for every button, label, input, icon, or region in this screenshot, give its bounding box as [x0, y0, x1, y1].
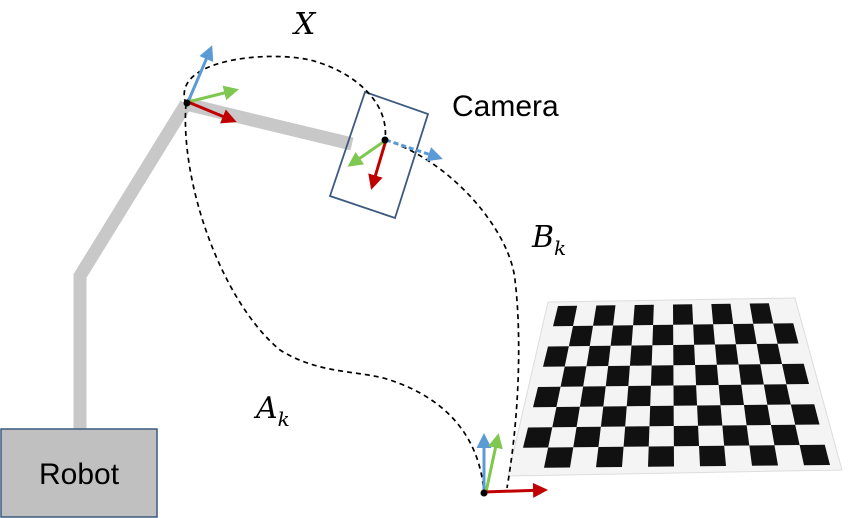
checker-square — [733, 323, 757, 345]
checker-square — [593, 305, 616, 326]
robot-arm — [73, 97, 354, 430]
axis-y — [347, 138, 387, 167]
checker-square — [633, 304, 654, 326]
checker-square — [543, 346, 569, 367]
robot-base — [0, 428, 158, 518]
checker-square — [553, 305, 578, 327]
checker-square — [673, 425, 700, 447]
path-ak — [184, 103, 485, 494]
checker-square — [749, 303, 774, 324]
checker-square — [718, 384, 744, 406]
camera-frame — [328, 90, 430, 220]
checker-square — [782, 363, 809, 385]
robot-label: Robot — [39, 458, 120, 491]
checker-square — [600, 406, 627, 427]
axis-z — [186, 45, 214, 103]
checkerboard — [507, 297, 843, 477]
checker-square — [586, 345, 611, 367]
label-bk: Bk — [531, 220, 566, 260]
checker-square — [790, 404, 820, 425]
checker-square — [650, 365, 674, 386]
checker-square — [711, 303, 734, 325]
label-camera: Camera — [452, 90, 559, 123]
checker-square — [573, 426, 601, 448]
checker-square — [715, 344, 739, 365]
label-bk-sub: k — [554, 236, 566, 260]
checker-square — [544, 447, 574, 468]
checker-square — [693, 324, 715, 345]
checker-square — [533, 386, 561, 408]
checker-square — [560, 366, 587, 387]
checker-square — [649, 405, 674, 427]
checker-square — [648, 446, 674, 467]
checker-square — [743, 404, 771, 426]
transform-paths — [183, 55, 520, 494]
coordinate-frame-end-effector — [183, 45, 239, 124]
axis-x — [368, 139, 388, 190]
checker-square — [629, 345, 653, 366]
checker-square — [699, 445, 726, 467]
checker-square — [623, 426, 650, 447]
label-ak-sub: k — [278, 407, 290, 431]
checker-square — [799, 444, 830, 466]
checker-square — [523, 427, 553, 448]
checkerboard-squares — [523, 303, 830, 468]
label-x: X — [292, 7, 317, 42]
checker-square — [773, 323, 799, 344]
checker-square — [552, 406, 580, 428]
checker-square — [770, 424, 800, 446]
label-ak: Ak — [253, 391, 290, 431]
checker-square — [697, 405, 723, 426]
checker-square — [722, 425, 750, 446]
checker-square — [673, 304, 694, 325]
checker-square — [738, 364, 764, 385]
origin-dot — [381, 136, 389, 144]
checker-square — [596, 446, 624, 468]
checker-square — [579, 386, 606, 407]
coordinate-frame-camera — [347, 136, 443, 190]
axis-y — [484, 433, 503, 493]
checker-square — [605, 365, 630, 387]
robot-arm-link — [73, 100, 192, 430]
origin-dot — [480, 489, 488, 497]
checker-square — [756, 343, 783, 365]
coordinate-frame-board — [476, 433, 548, 498]
checker-square — [673, 385, 698, 406]
checker-square — [626, 385, 651, 407]
checker-square — [695, 364, 719, 386]
checker-square — [610, 325, 634, 346]
label-ak-main: A — [253, 391, 278, 426]
axis-x — [187, 100, 237, 124]
checker-square — [652, 324, 674, 346]
origin-dot — [183, 99, 191, 107]
checker-square — [763, 384, 791, 405]
robot-arm-end-link — [184, 97, 354, 151]
path-bk — [384, 139, 520, 489]
checker-square — [568, 325, 594, 347]
axis-y — [187, 85, 239, 104]
checker-square — [673, 344, 696, 366]
label-bk-main: B — [531, 220, 554, 255]
axis-x — [483, 482, 548, 498]
checker-square — [749, 445, 778, 466]
axis-z — [385, 138, 443, 162]
